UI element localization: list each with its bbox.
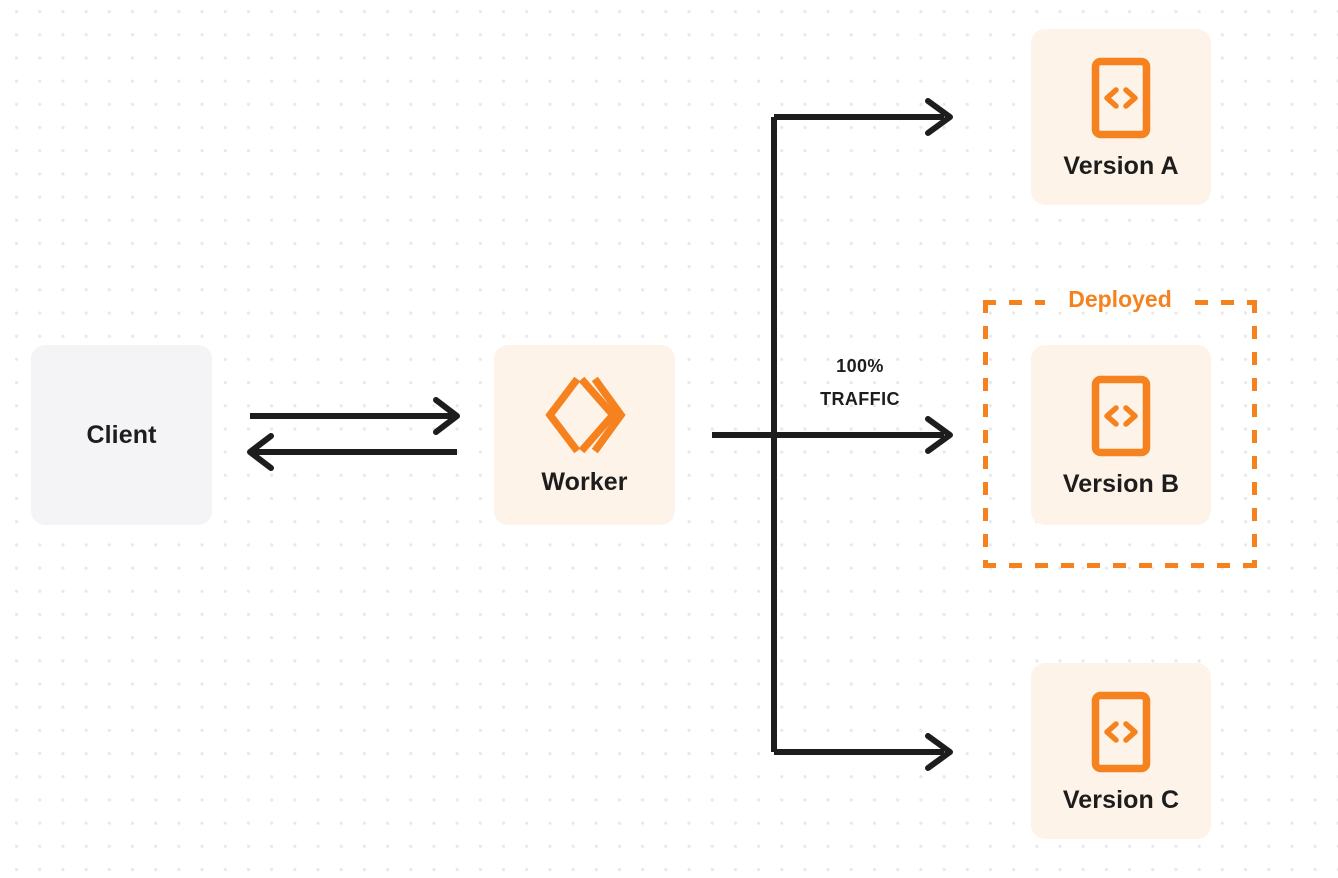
traffic-percent: 100% [836, 356, 884, 376]
edge-worker-to-client [247, 433, 457, 471]
node-version-a[interactable]: Version A [1031, 29, 1211, 205]
edge-branch-version-c [774, 733, 953, 771]
node-version-c[interactable]: Version C [1031, 663, 1211, 839]
code-document-icon [1090, 374, 1152, 458]
node-version-a-label: Version A [1063, 151, 1179, 180]
code-document-icon [1090, 56, 1152, 140]
node-version-b-label: Version B [1062, 469, 1180, 498]
node-version-c-label: Version C [1062, 785, 1180, 814]
cloudflare-workers-logo-icon [544, 376, 626, 454]
code-document-icon [1090, 690, 1152, 774]
traffic-unit: TRAFFIC [820, 389, 900, 410]
traffic-label: 100% TRAFFIC [790, 350, 930, 417]
edge-branch-version-a [774, 98, 953, 136]
node-worker-label: Worker [541, 467, 628, 496]
edge-branch-version-b [774, 416, 953, 454]
edge-client-to-worker [250, 397, 460, 435]
node-worker[interactable]: Worker [494, 345, 675, 525]
node-client[interactable]: Client [31, 345, 212, 525]
node-version-b[interactable]: Version B [1031, 345, 1211, 525]
node-client-label: Client [86, 420, 157, 449]
